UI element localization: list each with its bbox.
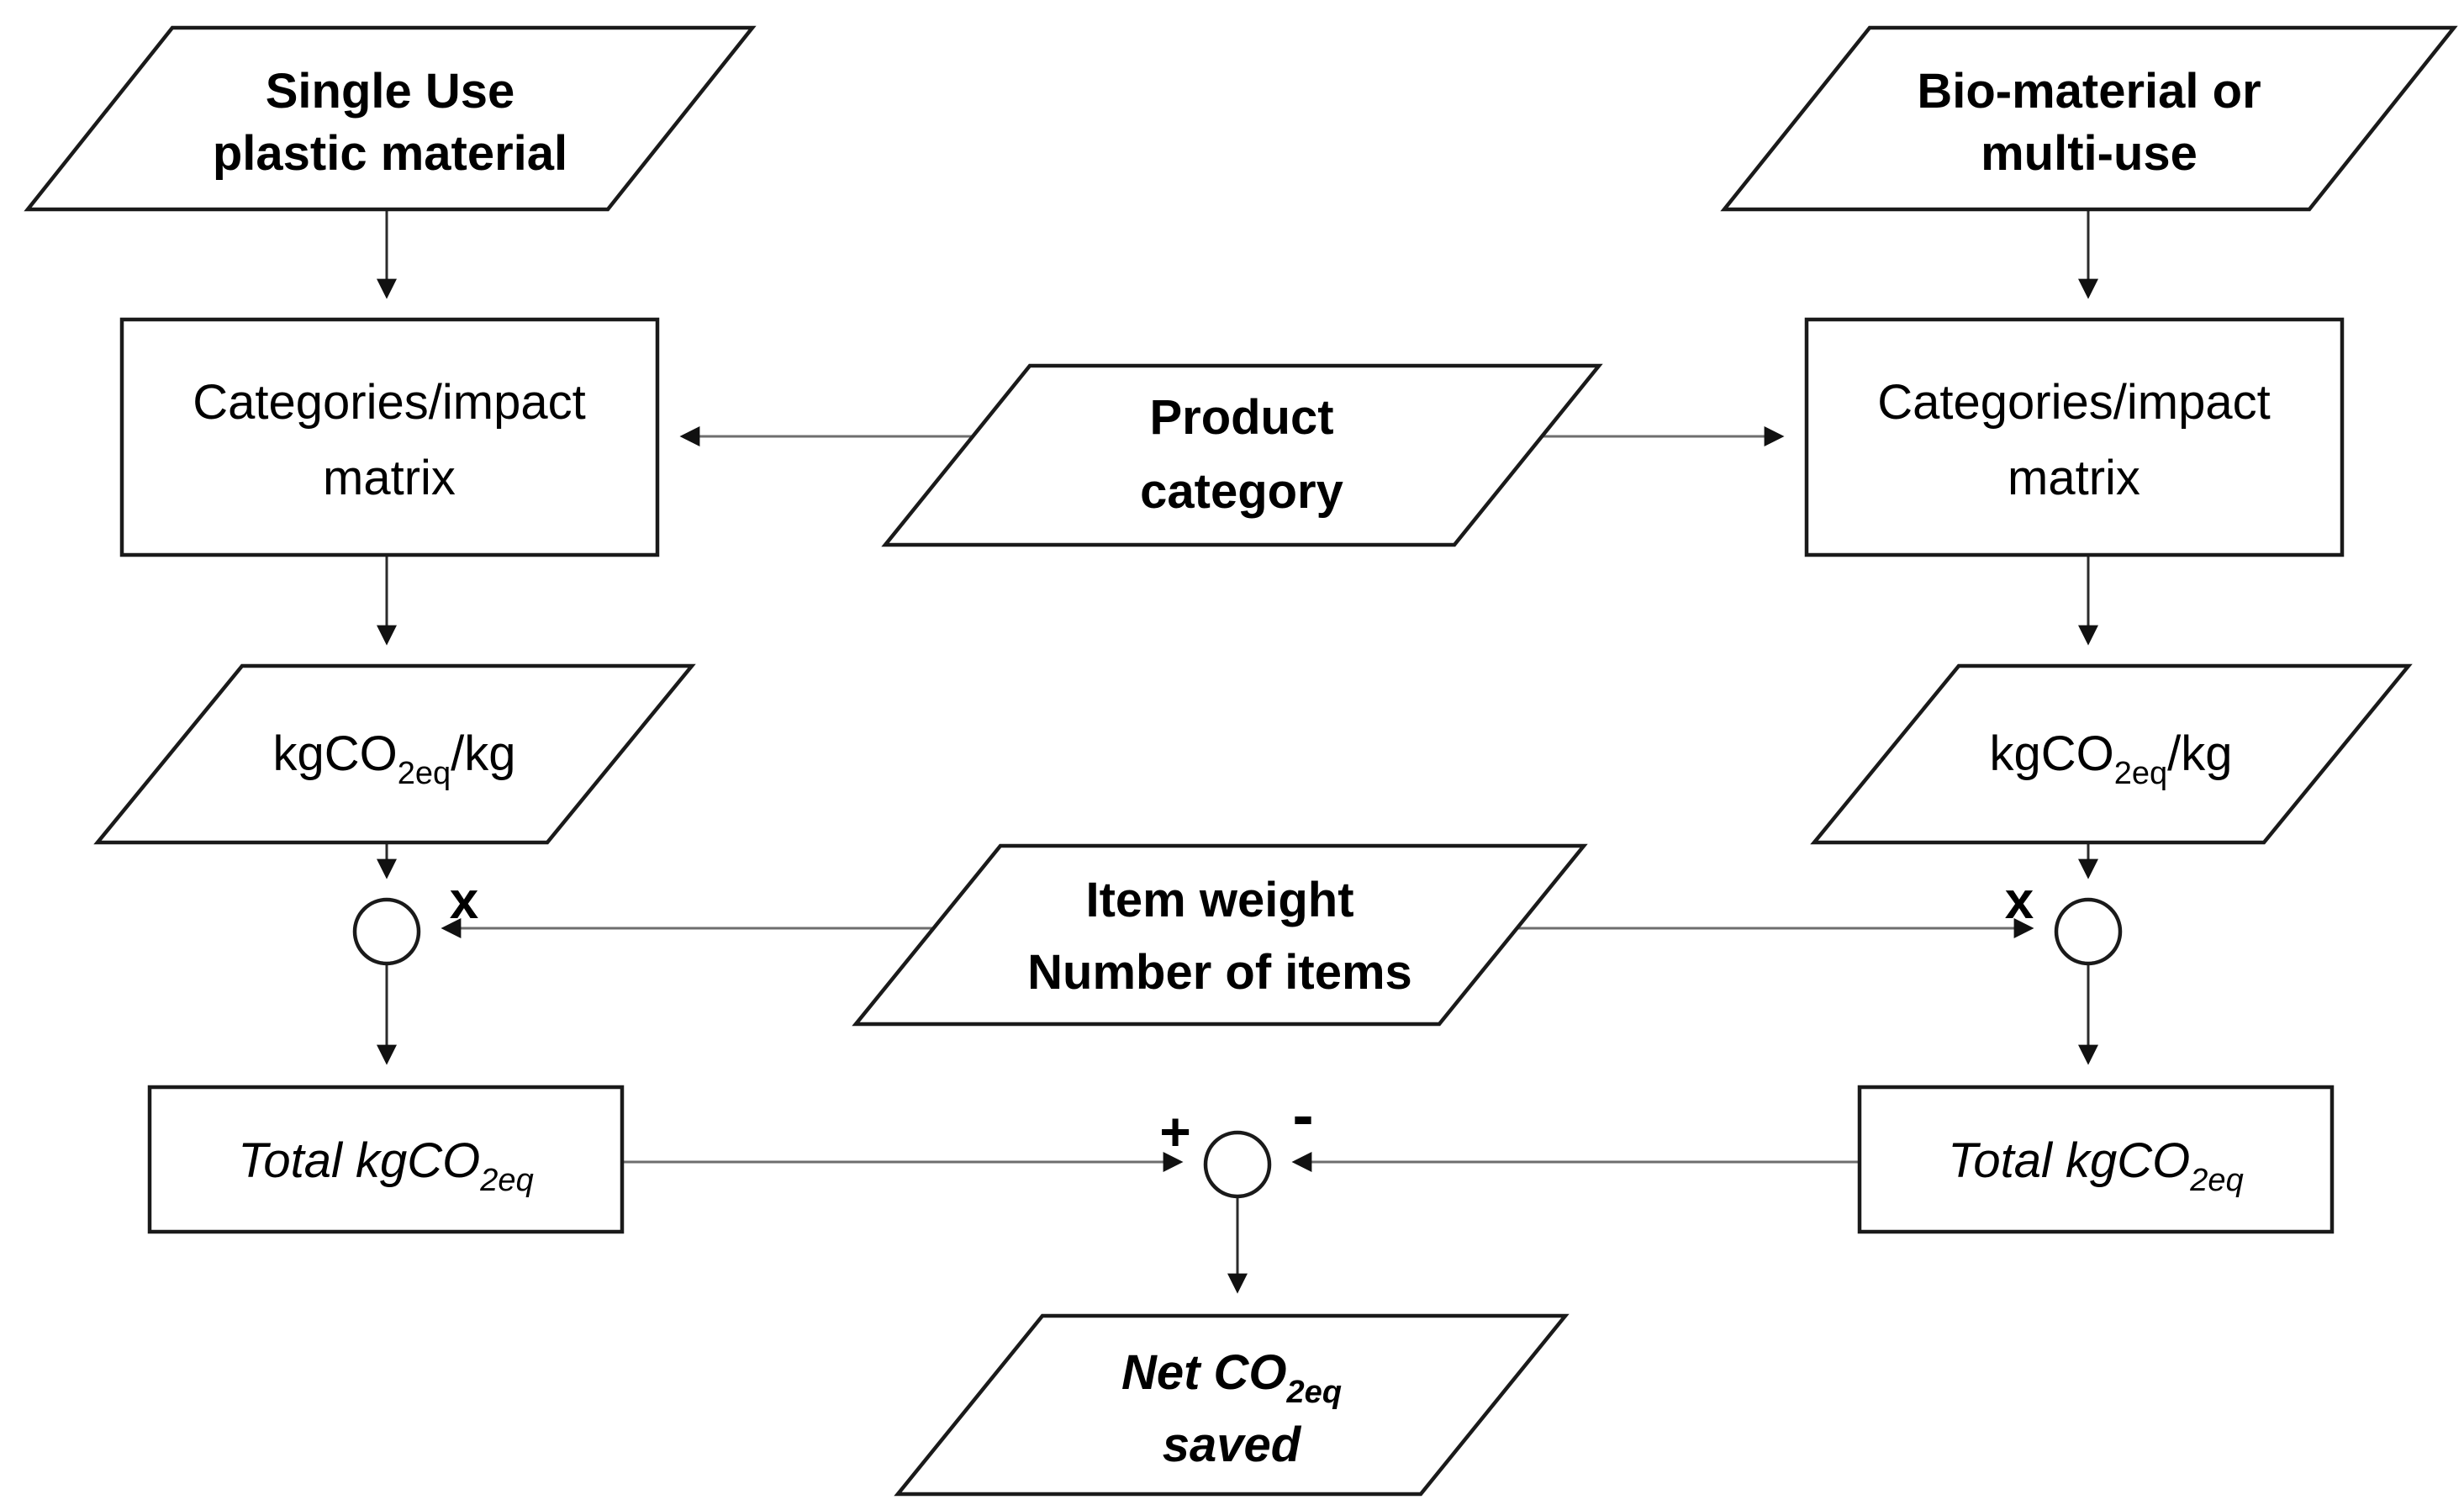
sum-junction [1203,1130,1272,1199]
total-left-label: Total kgCO2eq [238,1133,533,1198]
node-matrix-right [1804,317,2345,557]
node-total-right [1857,1085,2335,1234]
net-saved-label-line1: Net CO2eq [1121,1345,1342,1410]
total-right-label: Total kgCO2eq [1948,1133,2243,1198]
matrix-right-label-line2: matrix [2008,451,2140,505]
multiply-label-right: x [2005,872,2034,930]
bio-material-label-line1: Bio-material or [1917,64,2261,119]
multiply-label-left: x [450,872,479,930]
single-use-label-line1: Single Use [266,64,515,119]
product-category-label-line1: Product [1149,390,1333,445]
item-weight-label-line2: Number of items [1027,945,1412,1000]
node-item-weight [852,843,1588,1027]
item-weight-label-line1: Item weight [1085,873,1353,927]
matrix-right-label-line1: Categories/impact [1877,375,2270,430]
kg-co2-left-label: kgCO2eq/kg [272,726,515,791]
node-bio-material [1720,25,2458,212]
product-category-label-line2: category [1140,464,1343,519]
node-net-saved [894,1313,1570,1497]
matrix-left-label-line2: matrix [323,451,456,505]
node-product-category [881,363,1603,547]
node-single-use-plastic [24,25,757,212]
single-use-label-line2: plastic material [213,126,567,181]
kg-co2-right-label: kgCO2eq/kg [1989,726,2232,791]
minus-label: - [1292,1080,1313,1151]
node-kg-co2-left [93,663,696,845]
plus-label: + [1159,1101,1190,1162]
multiply-junction-right [2054,897,2123,966]
node-total-left [147,1085,625,1234]
net-saved-label-line2: saved [1163,1418,1302,1472]
node-kg-co2-right [1810,663,2413,845]
bio-material-label-line2: multi-use [1981,126,2198,181]
multiply-junction-left [352,897,421,966]
matrix-left-label-line1: Categories/impact [193,375,585,430]
node-matrix-left [119,317,660,557]
